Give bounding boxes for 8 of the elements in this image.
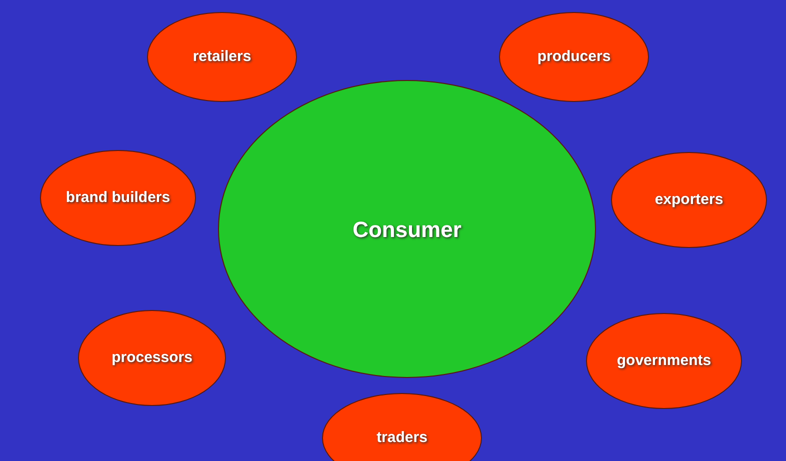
node-label: exporters [654,190,724,210]
node-label: Consumer [352,216,462,244]
node-label: traders [376,428,428,448]
node-label: processors [112,348,192,368]
node-label: brand builders [66,188,170,208]
node-label: governments [616,350,712,371]
node-label: producers [537,46,611,67]
node-label: retailers [192,46,252,67]
